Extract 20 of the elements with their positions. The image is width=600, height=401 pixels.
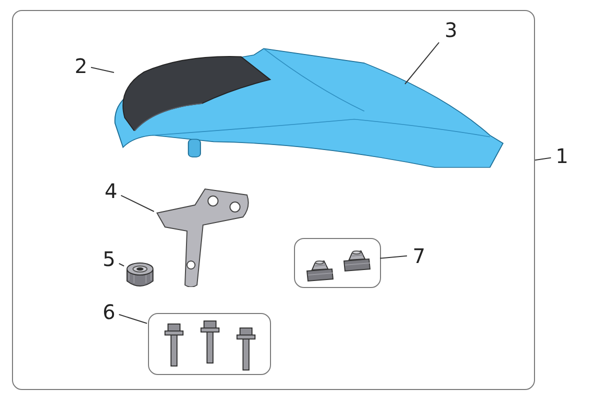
parts-box <box>148 313 271 375</box>
leader-line <box>120 194 154 212</box>
kit-frame <box>12 10 535 390</box>
callout-number: 3 <box>441 17 461 43</box>
leader-line <box>404 42 440 84</box>
callout-number: 4 <box>101 178 121 204</box>
grommet-drawing <box>342 248 372 272</box>
leader-line <box>534 157 552 161</box>
callout-number: 7 <box>409 243 429 269</box>
parts-box <box>294 238 381 288</box>
callout-number: 5 <box>99 246 119 272</box>
grommet-drawing <box>305 258 335 282</box>
callout-number: 1 <box>552 143 572 169</box>
leader-line <box>90 66 114 73</box>
leader-line <box>118 314 148 324</box>
callout-number: 2 <box>71 53 91 79</box>
leader-line <box>380 255 408 259</box>
callout-number: 6 <box>99 299 119 325</box>
leader-line <box>118 263 124 266</box>
rubber-bushing-drawing <box>125 261 155 288</box>
